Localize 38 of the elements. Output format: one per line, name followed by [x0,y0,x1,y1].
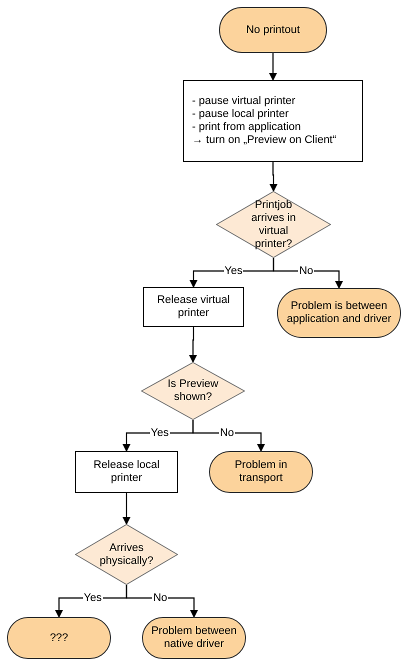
node-text: Problem between native driver [151,625,237,651]
decision-diamond [75,524,178,585]
arrow [272,258,343,289]
node-text: Printjob arrives in virtual printer? [250,198,297,250]
arrow [269,53,277,81]
process-box [75,451,178,493]
node-text: ??? [50,632,68,644]
node-text: Problem in transport [234,459,288,485]
node-text: Problem is between application and driver [286,300,392,326]
terminal-box [7,617,111,659]
terminal-box [219,7,327,53]
node-text: - print from application [192,121,302,134]
node-text: Arrives physically? [99,542,154,568]
arrow [126,585,198,618]
process-box [143,287,244,327]
edge-label: Yes [82,592,103,604]
terminal-box [142,617,246,659]
terminal-box [277,288,401,338]
process-box [183,80,363,162]
node-text: - pause local printer [192,108,290,121]
arrow [189,327,197,363]
node-text: Release local printer [92,459,161,485]
edge-label: No [298,265,314,277]
arrow [192,420,265,452]
decision-diamond [141,362,245,420]
node-text: Release virtual printer [156,294,231,320]
edge-label: Yes [224,265,244,277]
node-text: - pause virtual printer [192,95,296,108]
edge-label: No [218,427,236,439]
arrow [122,493,130,525]
node-text: → turn on „Preview on Client“ [192,134,338,147]
terminal-box [209,451,313,493]
node-text: Is Preview shown? [166,378,220,404]
node-text: No printout [246,24,300,36]
decision-diamond [216,191,331,258]
arrow [270,162,278,192]
edge-label: No [152,592,168,604]
edge-label: Yes [150,427,170,439]
